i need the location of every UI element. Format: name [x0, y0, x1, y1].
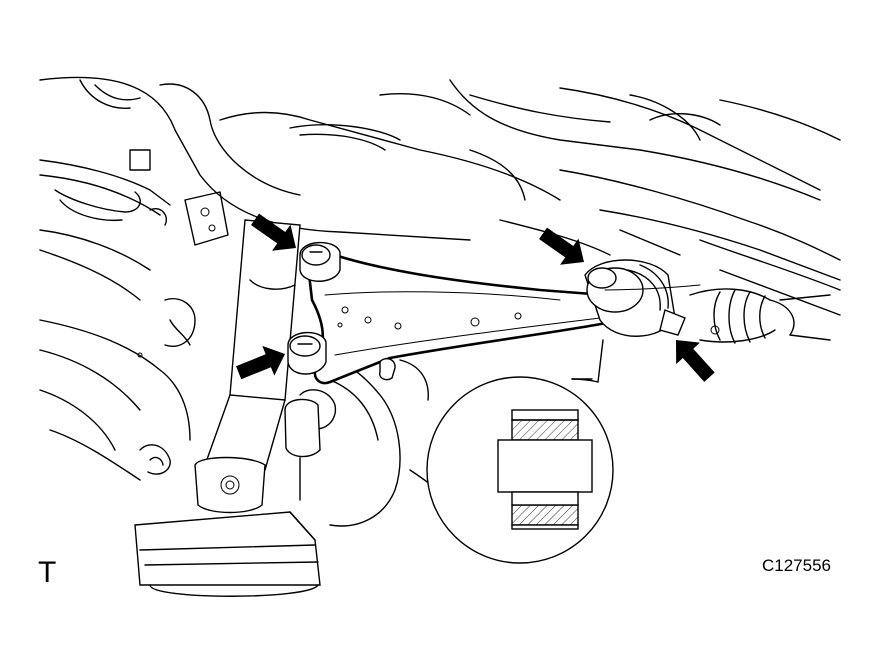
bushing-right [584, 259, 701, 337]
bolt-upper-left [299, 241, 341, 282]
arrow-icon [236, 345, 285, 380]
arrow-icon [251, 213, 296, 251]
vehicle-body-outline [39, 76, 841, 316]
left-frame-structure [39, 79, 229, 481]
arrow-icon [539, 227, 584, 265]
illustration-code: C127556 [762, 556, 832, 575]
lower-suspension-arm [306, 246, 614, 385]
bolt-lower-left [287, 331, 327, 375]
knuckle-assembly [284, 344, 451, 527]
drive-shaft-boot [689, 288, 831, 344]
bottom-bracket [134, 511, 321, 597]
bushing-cross-section [497, 409, 593, 530]
view-marker: T [38, 556, 57, 589]
arrow-icon [676, 340, 715, 382]
